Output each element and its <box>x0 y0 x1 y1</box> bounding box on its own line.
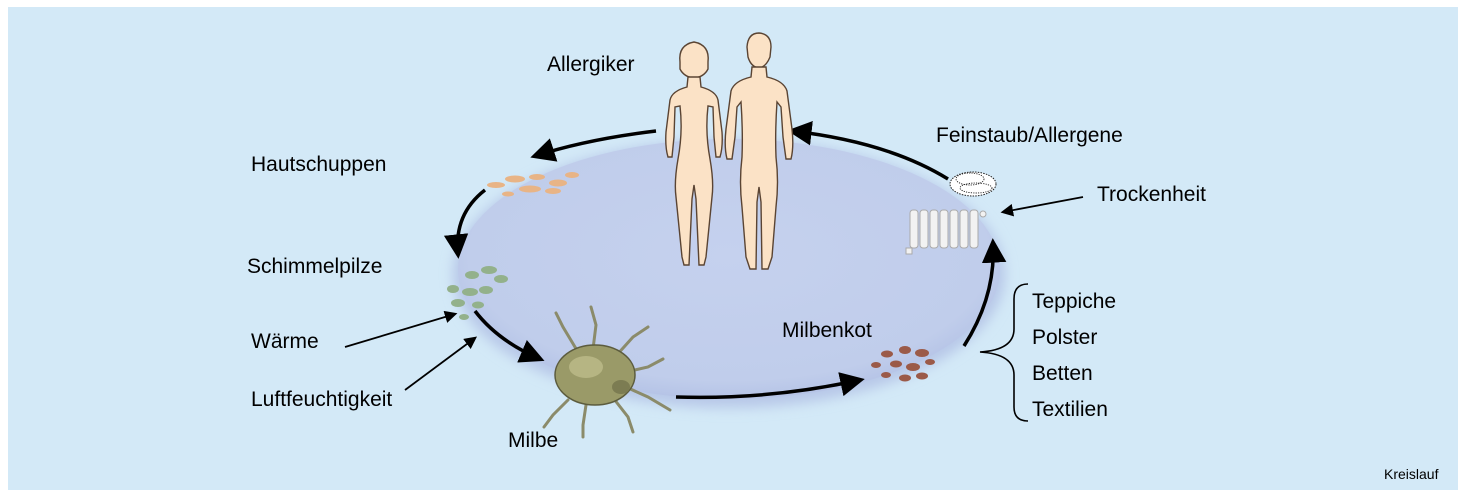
label-luftfeuchtigkeit: Luftfeuchtigkeit <box>251 388 392 412</box>
label-milbe: Milbe <box>508 429 558 453</box>
label-milbenkot: Milbenkot <box>782 319 872 343</box>
arrow-trockenheit <box>1003 197 1083 212</box>
label-allergiker: Allergiker <box>547 53 635 77</box>
caption-kreislauf: Kreislauf <box>1384 466 1438 482</box>
cycle-diagram <box>8 7 1458 490</box>
feinstaub-particles <box>950 172 996 196</box>
label-waerme: Wärme <box>251 330 319 354</box>
diagram-canvas: Allergiker Hautschuppen Feinstaub/Allerg… <box>8 7 1458 490</box>
label-betten: Betten <box>1032 362 1093 386</box>
label-polster: Polster <box>1032 326 1097 350</box>
label-feinstaub: Feinstaub/Allergene <box>936 124 1123 148</box>
label-trockenheit: Trockenheit <box>1097 183 1206 207</box>
label-teppiche: Teppiche <box>1032 290 1116 314</box>
label-textilien: Textilien <box>1032 398 1108 422</box>
label-schimmelpilze: Schimmelpilze <box>247 255 382 279</box>
arrow-waerme <box>345 314 455 347</box>
label-hautschuppen: Hautschuppen <box>251 153 386 177</box>
arrow-luftfeuchtigkeit <box>405 338 475 390</box>
